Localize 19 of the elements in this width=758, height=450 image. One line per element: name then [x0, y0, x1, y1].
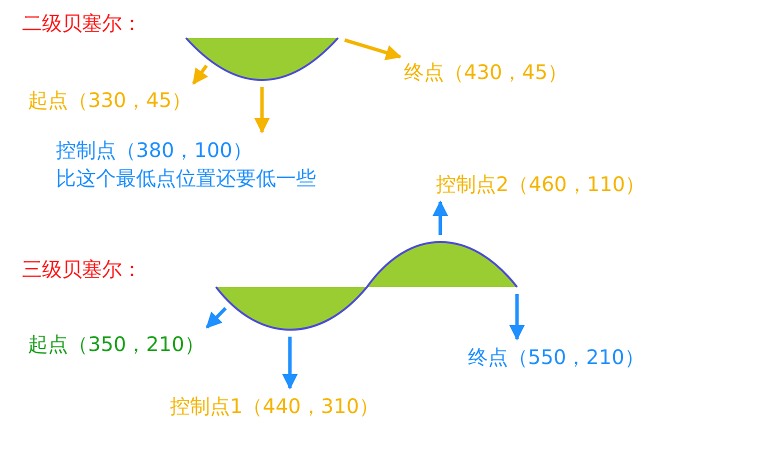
section-heading: 二级贝塞尔：	[22, 10, 142, 37]
arrow	[432, 200, 448, 235]
coordinate-label: 起点（350，210）	[28, 331, 204, 358]
arrow	[192, 64, 208, 85]
bezier-curve-drawing	[216, 240, 517, 332]
arrow	[509, 294, 525, 341]
arrow	[206, 306, 227, 329]
coordinate-label: 控制点（380，100）	[56, 137, 254, 164]
arrow	[282, 336, 298, 390]
arrow	[254, 87, 270, 134]
coordinate-label: 比这个最低点位置还要低一些	[56, 165, 316, 192]
coordinate-label: 控制点1（440，310）	[170, 393, 380, 420]
section-heading: 三级贝塞尔：	[22, 256, 142, 283]
bezier-curve-drawing	[186, 38, 338, 82]
coordinate-label: 起点（330，45）	[28, 87, 192, 114]
coordinate-label: 终点（430，45）	[404, 59, 568, 86]
coordinate-label: 控制点2（460，110）	[436, 171, 646, 198]
coordinate-label: 终点（550，210）	[468, 344, 644, 371]
arrow	[344, 38, 402, 60]
